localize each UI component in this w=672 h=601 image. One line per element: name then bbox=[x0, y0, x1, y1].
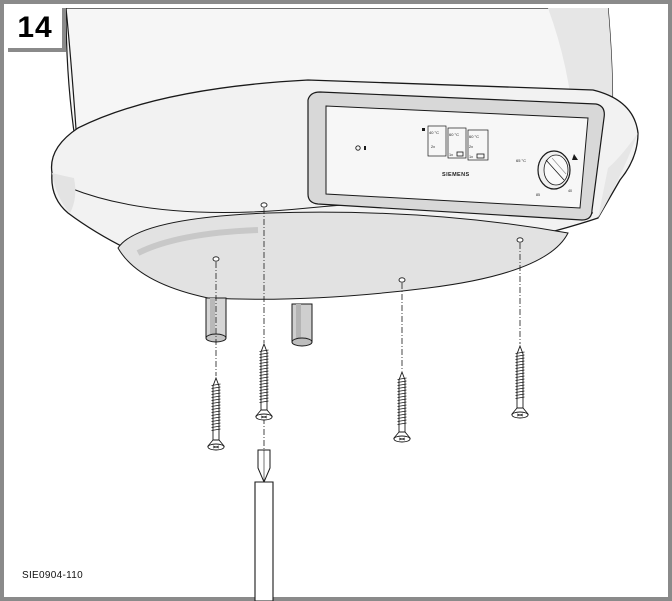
step-badge: 14 bbox=[8, 8, 66, 52]
screw bbox=[511, 344, 529, 419]
dial-label: 40 bbox=[568, 189, 572, 193]
mounting-holes bbox=[212, 202, 524, 283]
temp-label: 65 °C bbox=[516, 158, 526, 163]
screw bbox=[207, 376, 225, 451]
hot-water-pipe bbox=[291, 303, 313, 347]
mounting-hole bbox=[398, 277, 406, 283]
mounting-hole bbox=[260, 202, 268, 208]
screwdriver-icon bbox=[254, 449, 274, 601]
temp-label: 60 °C bbox=[469, 134, 479, 139]
reference-code: SIE0904-110 bbox=[22, 570, 83, 581]
screw bbox=[393, 370, 411, 443]
mode-label: 2x bbox=[469, 145, 473, 149]
screw bbox=[255, 342, 273, 421]
installation-illustration: 40 °C 60 °C 60 °C 65 °C 2x 1x 2x 1x SIEM… bbox=[50, 8, 639, 601]
brand-logo: SIEMENS bbox=[442, 172, 470, 178]
mode-label: 2x bbox=[431, 145, 435, 149]
temp-label: 40 °C bbox=[429, 130, 439, 135]
indicator-lamp-icon bbox=[355, 145, 361, 151]
temp-label: 60 °C bbox=[449, 132, 459, 137]
dial-label: 85 bbox=[536, 193, 540, 197]
mounting-hole bbox=[212, 256, 220, 262]
water-pipes bbox=[205, 297, 313, 347]
mode-label: 1x bbox=[449, 153, 453, 157]
alignment-lines bbox=[215, 208, 521, 453]
control-panel: 40 °C 60 °C 60 °C 65 °C 2x 1x 2x 1x SIEM… bbox=[307, 91, 605, 221]
screws bbox=[207, 342, 529, 451]
step-number: 14 bbox=[17, 11, 53, 44]
mounting-hole bbox=[516, 237, 524, 243]
dial-marker-icon bbox=[572, 154, 578, 160]
mode-label: 1x bbox=[469, 155, 473, 159]
temperature-dial: 85 40 bbox=[536, 150, 578, 197]
